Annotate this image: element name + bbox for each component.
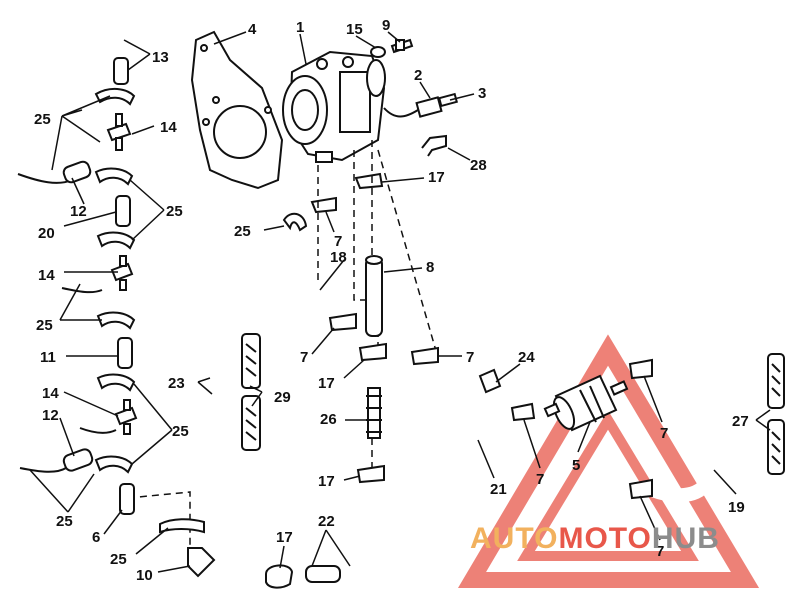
- fuel-hose: [365, 255, 383, 337]
- callout-2: 2: [414, 67, 422, 84]
- insulation-sleeve: [241, 333, 261, 451]
- fuel-hose: [199, 226, 298, 554]
- callout-17: 17: [318, 473, 335, 490]
- leader-lines: [29, 31, 771, 573]
- callout-7: 7: [334, 233, 342, 250]
- callout-7: 7: [656, 543, 664, 560]
- fuel-hose: [420, 367, 529, 451]
- callout-25: 25: [234, 223, 251, 240]
- callout-labels: 1 4 15 9 2 3 28 17 7 25 8 18 7 17 7 24 2…: [34, 17, 749, 584]
- callout-22: 22: [318, 513, 335, 530]
- callout-25: 25: [110, 551, 127, 568]
- hose-clamp: [282, 212, 308, 232]
- fuel-hose: [305, 514, 382, 583]
- callout-5: 5: [572, 457, 580, 474]
- callout-7: 7: [660, 425, 668, 442]
- callout-1: 1: [296, 19, 304, 36]
- callout-9: 9: [382, 17, 390, 34]
- callout-14: 14: [38, 267, 55, 284]
- callout-21: 21: [490, 481, 507, 498]
- left-column-parts: [17, 31, 205, 534]
- callout-28: 28: [470, 157, 487, 174]
- callout-25: 25: [56, 513, 73, 530]
- callout-25: 25: [36, 317, 53, 334]
- callout-25: 25: [34, 111, 51, 128]
- retaining-clip: [421, 134, 447, 157]
- hose-clamp: [358, 342, 387, 362]
- callout-4: 4: [248, 21, 257, 38]
- washer: [370, 46, 386, 58]
- screw: [390, 38, 414, 54]
- callout-23: 23: [168, 375, 185, 392]
- callout-15: 15: [346, 21, 363, 38]
- watermark-text-moto: MOTO: [558, 522, 652, 555]
- hose-clamp: [410, 346, 439, 366]
- fuel-pump: [282, 50, 386, 163]
- callout-20: 20: [38, 225, 55, 242]
- callout-24: 24: [518, 349, 535, 366]
- hose-clamp: [328, 312, 357, 332]
- callout-18: 18: [330, 249, 347, 266]
- callout-14: 14: [42, 385, 59, 402]
- callout-12: 12: [42, 407, 59, 424]
- fuel-filter: [543, 374, 629, 432]
- callout-3: 3: [478, 85, 486, 102]
- callout-6: 6: [92, 529, 100, 546]
- hose-connector: [366, 387, 382, 439]
- hose-clamp: [628, 358, 653, 380]
- callout-10: 10: [136, 567, 153, 584]
- callout-7: 7: [536, 471, 544, 488]
- callout-8: 8: [426, 259, 434, 276]
- fuel-hose: [643, 348, 726, 503]
- callout-19: 19: [728, 499, 745, 516]
- watermark-logo: AUTOMOTOHUB: [470, 522, 720, 556]
- callout-25: 25: [166, 203, 183, 220]
- hose-clamp: [265, 564, 294, 589]
- insulation-sleeve: [767, 353, 785, 475]
- hose-fitting: [478, 368, 502, 394]
- hose-clamp: [356, 464, 385, 484]
- callout-17: 17: [318, 375, 335, 392]
- callout-12: 12: [70, 203, 87, 220]
- callout-14: 14: [160, 119, 177, 136]
- callout-25: 25: [172, 423, 189, 440]
- callout-11: 11: [40, 349, 56, 366]
- hose-clamp: [510, 402, 536, 422]
- watermark-text-auto: AUTO: [470, 522, 559, 555]
- callout-17: 17: [276, 529, 293, 546]
- fuel-hose: [277, 280, 339, 350]
- callout-17: 17: [428, 169, 445, 186]
- callout-29: 29: [274, 389, 291, 406]
- callout-7: 7: [466, 349, 474, 366]
- watermark-text-hub: HUB: [651, 522, 720, 555]
- mounting-bracket: [190, 30, 284, 190]
- callout-27: 27: [732, 413, 749, 430]
- sensor: [383, 92, 458, 118]
- callout-13: 13: [152, 49, 169, 66]
- hose-clamp: [628, 478, 653, 500]
- callout-7: 7: [300, 349, 308, 366]
- callout-26: 26: [320, 411, 337, 428]
- elbow-fitting: [187, 547, 216, 578]
